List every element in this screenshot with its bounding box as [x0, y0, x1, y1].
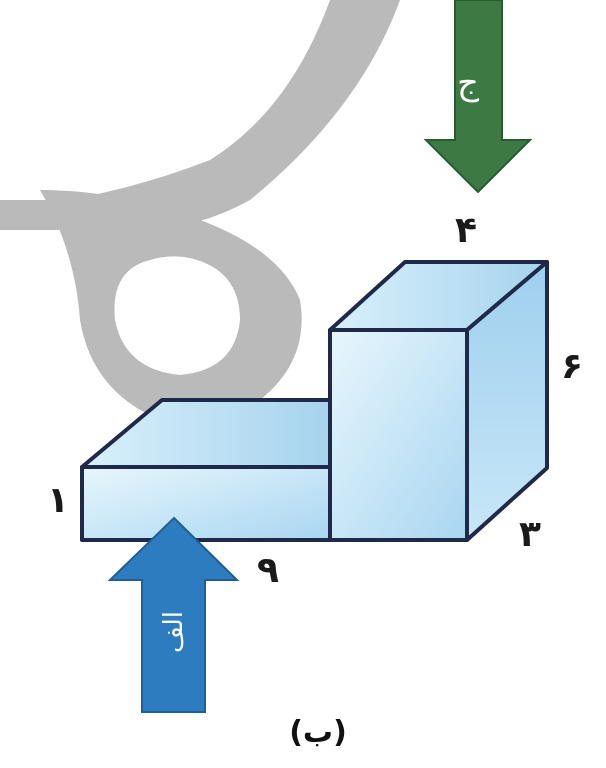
l-shaped-solid: [80, 260, 549, 542]
block-front-face: [328, 328, 469, 542]
dim-bottom-length: ۹: [257, 550, 279, 591]
arrow-top-label: ج: [457, 63, 479, 103]
arrow-front-view: الف: [107, 516, 240, 713]
arrow-bottom-label: الف: [159, 611, 189, 653]
figure-caption: (ب): [289, 715, 347, 750]
dim-left-height: ۱: [47, 480, 69, 521]
dim-depth: ۳: [519, 514, 541, 555]
dim-top-width: ۴: [455, 210, 477, 251]
slab-front-face: [80, 465, 332, 542]
dim-right-height: ۶: [561, 346, 583, 387]
watermark-logo: [0, 0, 400, 423]
block-side-face: [465, 260, 549, 542]
arrow-top-view: ج: [423, 0, 533, 194]
slab-top-face: [80, 398, 332, 469]
